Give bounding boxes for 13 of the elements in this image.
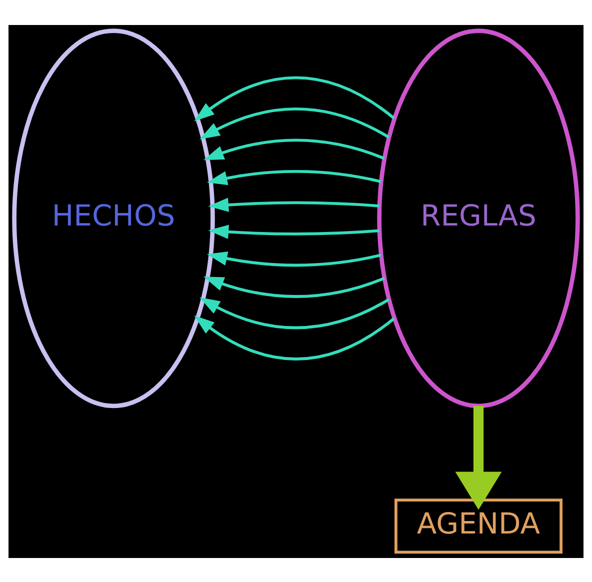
arrow: [208, 197, 380, 212]
arrow: [194, 314, 395, 360]
arrow: [206, 251, 382, 266]
arrow: [204, 138, 385, 160]
arrow: [455, 405, 502, 510]
arrow: [204, 276, 385, 298]
arrow: [194, 76, 395, 121]
arrow: [208, 224, 380, 238]
node-box: AGENDA: [394, 498, 562, 554]
arrow: [200, 296, 390, 329]
node-ellipse: REGLAS: [377, 28, 580, 408]
arrow: [206, 170, 382, 185]
arrow: [200, 107, 390, 139]
